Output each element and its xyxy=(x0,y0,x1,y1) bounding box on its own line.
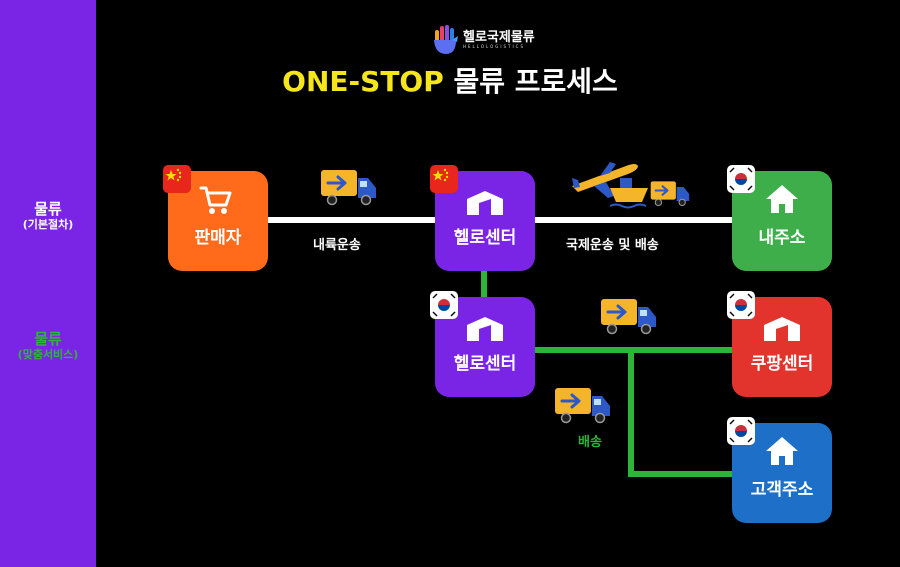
my-address-label: 내주소 xyxy=(758,228,806,248)
house-icon xyxy=(766,437,798,465)
airplane-icon xyxy=(572,162,638,198)
logo-text: 헬로국제물류 xyxy=(463,30,535,45)
hand-logo-icon xyxy=(434,25,458,54)
korea-flag-icon xyxy=(727,165,755,193)
truck-icon xyxy=(555,388,610,424)
china-flag-icon xyxy=(430,165,458,193)
custom-service-label: 물류 (맞춤서비스) xyxy=(0,330,96,362)
korea-flag-icon xyxy=(430,291,458,319)
page-title-rest: 물류 프로세스 xyxy=(453,65,618,98)
inland-transport-label: 내륙운송 xyxy=(313,238,361,253)
korea-flag-icon xyxy=(727,417,755,445)
customer-connector xyxy=(628,471,732,477)
china-flag-icon xyxy=(163,165,191,193)
customer-address-label: 고객주소 xyxy=(750,480,814,500)
sidebar: 물류 (기본절차) 물류 (맞춤서비스) xyxy=(0,0,96,567)
basic-process-label: 물류 (기본절차) xyxy=(0,200,96,232)
ship-icon xyxy=(609,178,648,209)
logo-subtext: HELLOLOGISTICS xyxy=(463,44,526,49)
coupang-center-label: 쿠팡센터 xyxy=(750,354,814,374)
truck-icon xyxy=(321,170,376,206)
hello-center-china-node: 헬로센터 xyxy=(435,171,535,271)
center-link-connector xyxy=(481,271,487,297)
seller-label: 판매자 xyxy=(194,228,242,248)
shopping-cart-icon xyxy=(199,186,232,214)
hello-center-korea-label: 헬로센터 xyxy=(453,354,517,374)
truck-icon xyxy=(601,299,656,335)
custom-service-subtitle: (맞춤서비스) xyxy=(17,348,79,361)
hello-center-china-label: 헬로센터 xyxy=(453,228,517,248)
warehouse-icon xyxy=(467,317,503,341)
house-icon xyxy=(766,185,798,213)
logo: 헬로국제물류 HELLOLOGISTICS xyxy=(430,24,540,56)
basic-process-subtitle: (기본절차) xyxy=(22,218,74,231)
delivery-label: 배송 xyxy=(578,435,602,450)
basic-process-title: 물류 xyxy=(34,200,62,218)
page-title: ONE-STOP 물류 프로세스 xyxy=(0,60,900,100)
truck-icon xyxy=(650,181,690,207)
international-transport-label: 국제운송 및 배송 xyxy=(566,238,659,253)
warehouse-icon xyxy=(467,191,503,215)
international-transport-icon xyxy=(572,162,690,209)
international-connector xyxy=(535,217,732,223)
delivery-vertical-connector xyxy=(628,347,634,477)
inland-connector xyxy=(268,217,435,223)
warehouse-icon xyxy=(764,317,800,341)
korea-flag-icon xyxy=(727,291,755,319)
custom-service-title: 물류 xyxy=(34,330,62,348)
page-title-highlight: ONE-STOP xyxy=(282,65,444,98)
